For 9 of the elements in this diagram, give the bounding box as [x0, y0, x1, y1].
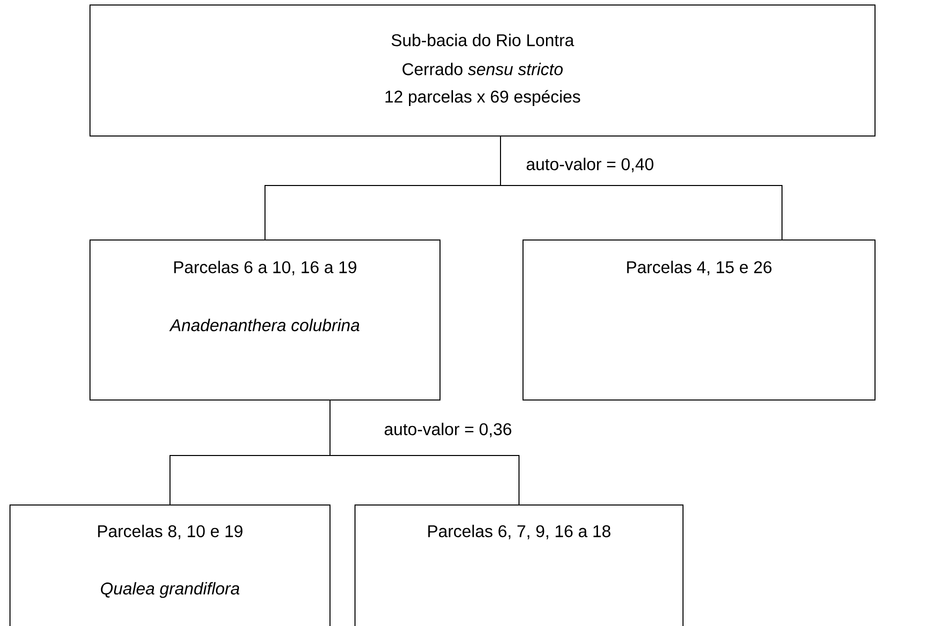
edge-label: auto-valor = 0,36	[382, 420, 514, 440]
connector-line	[330, 400, 520, 505]
connector-line	[500, 136, 783, 240]
box: Sub-bacia do Rio Lontra Cerrado sensu stricto 12 parcelas x 69 espécies	[90, 4, 876, 136]
box: Parcelas 4, 15 e 26	[522, 240, 876, 400]
box: Parcelas 6, 7, 9, 16 a 18	[354, 504, 684, 626]
box: Parcelas 8, 10 e 19 Qualea grandiflora	[10, 504, 330, 626]
box: Parcelas 6 a 10, 16 a 19 Anadenanthera colubrina	[90, 240, 440, 400]
edge-label: auto-valor = 0,40	[524, 156, 656, 174]
